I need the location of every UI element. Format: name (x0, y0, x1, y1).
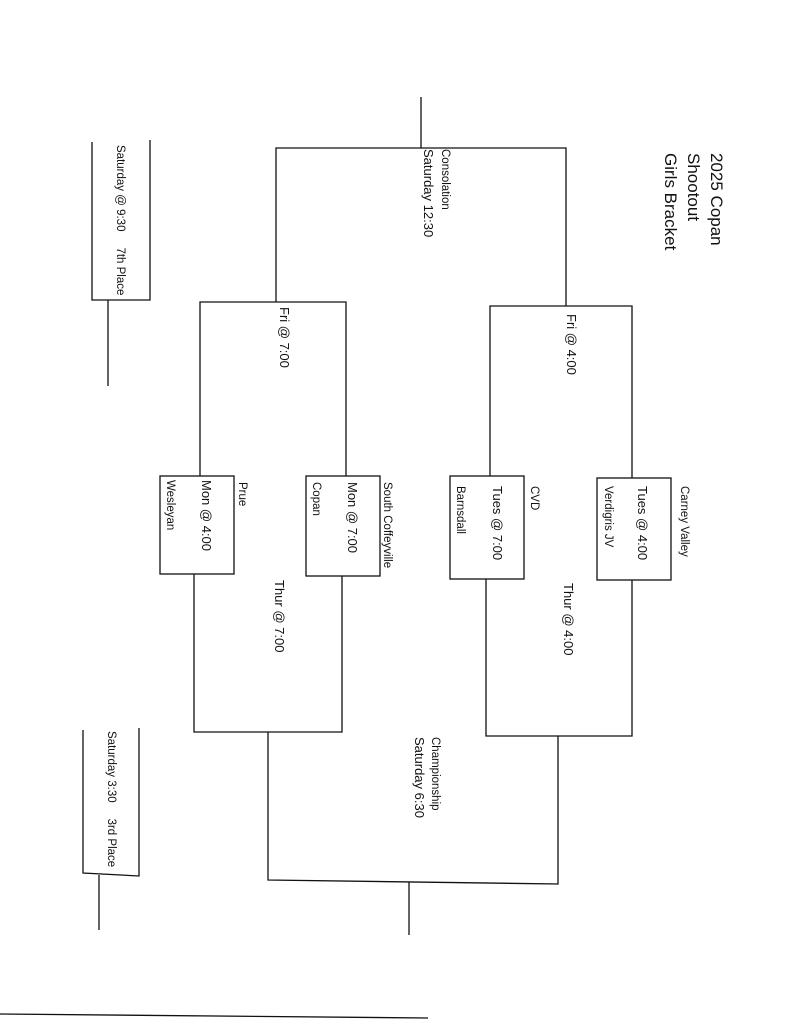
consolation-time: Saturday 12:30 (421, 149, 436, 238)
bracket-fri-7-line (199, 301, 347, 476)
game-time-thur-7: Thur @ 7:00 (272, 580, 287, 653)
team-south-coffeyville: South Coffeyville (381, 482, 393, 569)
championship-time: Saturday 6:30 (412, 737, 427, 818)
seventh-place-label: Saturday @ 9:30 7th Place (114, 145, 126, 296)
game-box-south-coffeyville (305, 475, 381, 577)
title-line-2: Shootout (684, 153, 703, 222)
game-box-prue (159, 475, 235, 575)
consolation-label: Consolation (439, 149, 451, 210)
game-box-cvd (449, 475, 525, 580)
team-wesleyan: Wesleyan (164, 480, 176, 531)
title-line-1: 2025 Copan (707, 153, 726, 246)
game-time-thur-4: Thur @ 4:00 (561, 583, 576, 656)
game-time-mon-4: Mon @ 4:00 (199, 480, 214, 552)
third-place-label: Saturday 3:30 3rd Place (105, 731, 117, 868)
game-time-tues-4: Tues @ 4:00 (635, 486, 650, 561)
team-barnsdall: Barnsdall (454, 486, 466, 534)
bracket-thur-4-line (485, 579, 633, 737)
team-copan: Copan (310, 482, 322, 516)
bracket-3rd-place-line (82, 728, 140, 877)
game-box-carney-valley (596, 477, 672, 581)
championship-label: Championship (429, 737, 441, 811)
team-carney-valley: Carney Valley (678, 486, 690, 557)
team-prue: Prue (236, 482, 248, 507)
game-time-tues-7: Tues @ 7:00 (490, 486, 505, 561)
bracket-7th-place-line (91, 140, 151, 301)
page-edge-line (0, 1013, 429, 1019)
title-line-3: Girls Bracket (661, 153, 680, 251)
game-time-mon-7: Mon @ 7:00 (345, 482, 360, 554)
team-cvd: CVD (528, 486, 540, 511)
bracket-thur-7-line (193, 574, 343, 733)
game-time-fri-4: Fri @ 4:00 (564, 314, 579, 375)
bracket-championship-line (267, 732, 559, 885)
team-verdigris-jv: Verdigris JV (602, 486, 614, 548)
game-time-fri-7: Fri @ 7:00 (277, 307, 292, 368)
bracket-fri-4-line (489, 305, 633, 478)
